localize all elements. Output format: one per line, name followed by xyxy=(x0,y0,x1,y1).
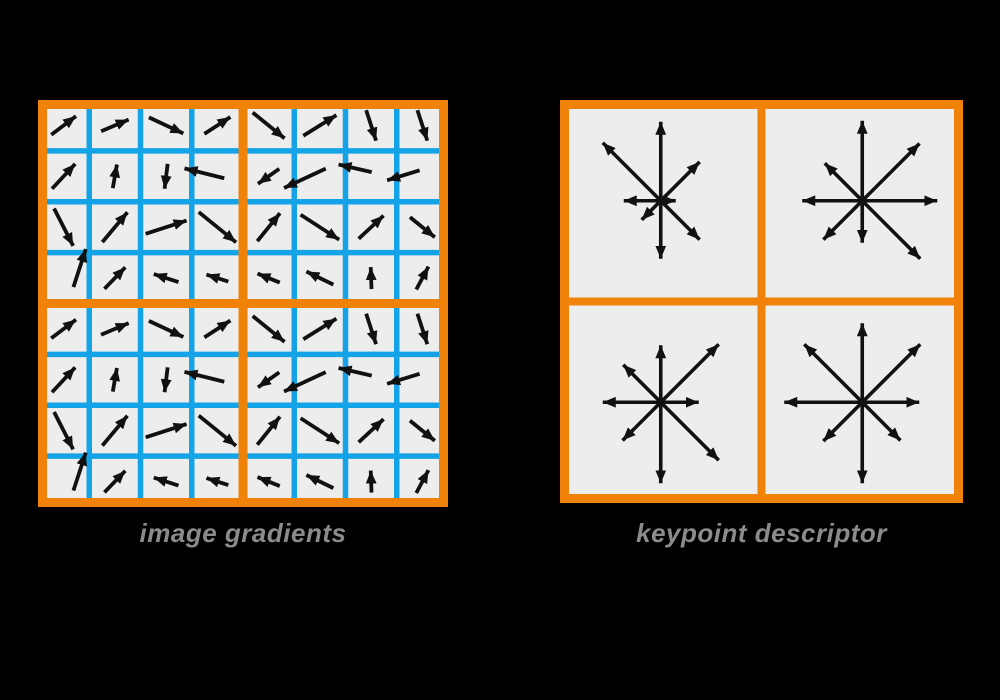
keypoint-descriptor-label: keypoint descriptor xyxy=(636,518,887,548)
keypoint-descriptor-figure xyxy=(560,100,963,503)
image-gradients-grid xyxy=(38,100,448,507)
image-gradients-label: image gradients xyxy=(139,518,347,548)
image-gradients-figure xyxy=(38,100,448,507)
keypoint-descriptor-grid xyxy=(560,100,963,503)
